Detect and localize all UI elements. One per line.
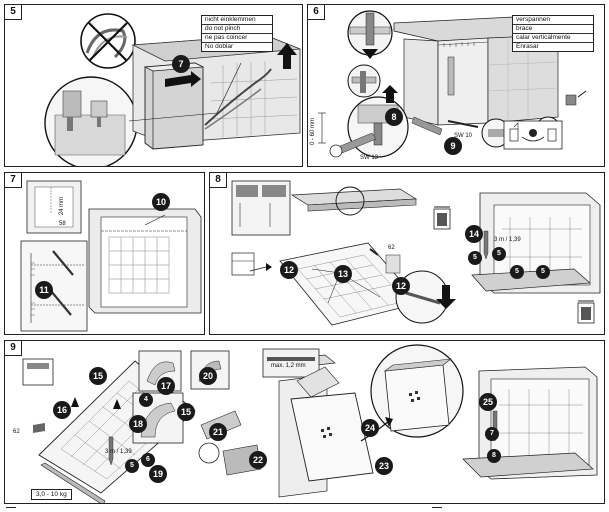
sub-callout: 8 [487,449,501,463]
step-callout-15b: 15 [177,403,195,421]
step-callout-11: 11 [35,281,53,299]
measure-scale [437,41,489,47]
panel-7: 7 10 11 24 mm 58 [4,172,205,335]
panel-number: 5 [5,5,22,20]
crop-mark-right [432,507,442,512]
label-brace-en: brace [513,25,593,34]
depth-label: 62 [13,429,20,435]
step-callout-12b: 12 [392,277,410,295]
panel-number: 7 [5,173,22,188]
pinched-hose-prohibited-icon [80,13,136,69]
step-callout-25: 25 [479,393,497,411]
label-brace-de: verspannen [513,16,593,25]
warning-label-de: nicht einklemmen [202,16,272,25]
step-callout-16: 16 [53,401,71,419]
wrench-size-10: SW 10 [454,133,473,139]
panel-7-illustration [20,180,202,332]
sub-callout: 6 [141,453,155,467]
label-box-brace: verspannen brace calar verticalmente Enr… [512,15,594,52]
step-callout-20: 20 [199,367,217,385]
panel-number: 8 [210,173,227,188]
panel-6: 6 [307,4,605,167]
warning-label-es: No doblar [205,43,234,50]
template-offset-label: 58 [59,221,66,227]
screw-size-label: 3 m / 1,39 [494,237,521,243]
step-callout-23: 23 [375,457,393,475]
warning-label-fr: ne pas coincer [202,34,272,43]
step-callout-14: 14 [465,225,483,243]
detail-circle-screw-side [347,64,381,98]
detail-circle-foot [44,76,138,166]
waste-bin-icon-top [433,206,451,230]
sub-callout: 7 [485,427,499,441]
warning-label-en: do not pinch [202,25,272,34]
wrench-size-13: SW 13 [360,155,379,161]
step-callout-10: 10 [152,193,170,211]
step-callout-7: 7 [172,55,190,73]
template-depth-label: 24 mm [59,196,66,216]
sub-callout: 5 [492,247,506,261]
waste-bin-icon-bottom [577,300,595,324]
max-thickness-label: max. 1,2 mm [271,363,306,369]
sub-callout: 4 [139,393,153,407]
panel-9: 9 [4,340,605,504]
step-callout-13: 13 [334,265,352,283]
sub-callout: 5 [510,265,524,279]
step-callout-12: 12 [280,261,298,279]
panel-number: 6 [308,5,325,20]
panel-marks [321,427,332,438]
sub-callout: 5 [125,459,139,473]
screw-size-label: 3 m / 1,39 [105,449,132,455]
spirit-level-icon [503,120,563,150]
step-callout-19: 19 [149,465,167,483]
panel-5: 5 [4,4,303,167]
depth-label: 62 [388,245,395,251]
detail-circle-screw-top [347,10,393,59]
height-range-label: 0 - 60 mm [310,117,316,145]
step-callout-9: 9 [444,137,462,155]
sub-callout: 5 [536,265,550,279]
crop-mark-left [6,507,16,512]
panel-9-illustration [22,344,598,503]
step-callout-21: 21 [209,423,227,441]
step-callout-15: 15 [89,367,107,385]
step-callout-22: 22 [249,451,267,469]
panel-8-illustration [231,180,601,326]
label-brace-es: calar verticalmente [513,34,593,43]
door-template-grid [108,236,170,294]
step-callout-17: 17 [157,377,175,395]
sub-callout: 5 [468,251,482,265]
step-callout-8: 8 [385,108,403,126]
label-brace-pt: Enrasar [516,43,539,50]
panel-number: 9 [5,341,22,356]
step-callout-24: 24 [361,419,379,437]
panel-8: 8 [209,172,605,335]
warning-label-box: nicht einklemmen do not pinch ne pas coi… [201,15,273,52]
door-weight-range: 3,0 - 10 kg [31,489,72,500]
step-callout-18: 18 [129,415,147,433]
